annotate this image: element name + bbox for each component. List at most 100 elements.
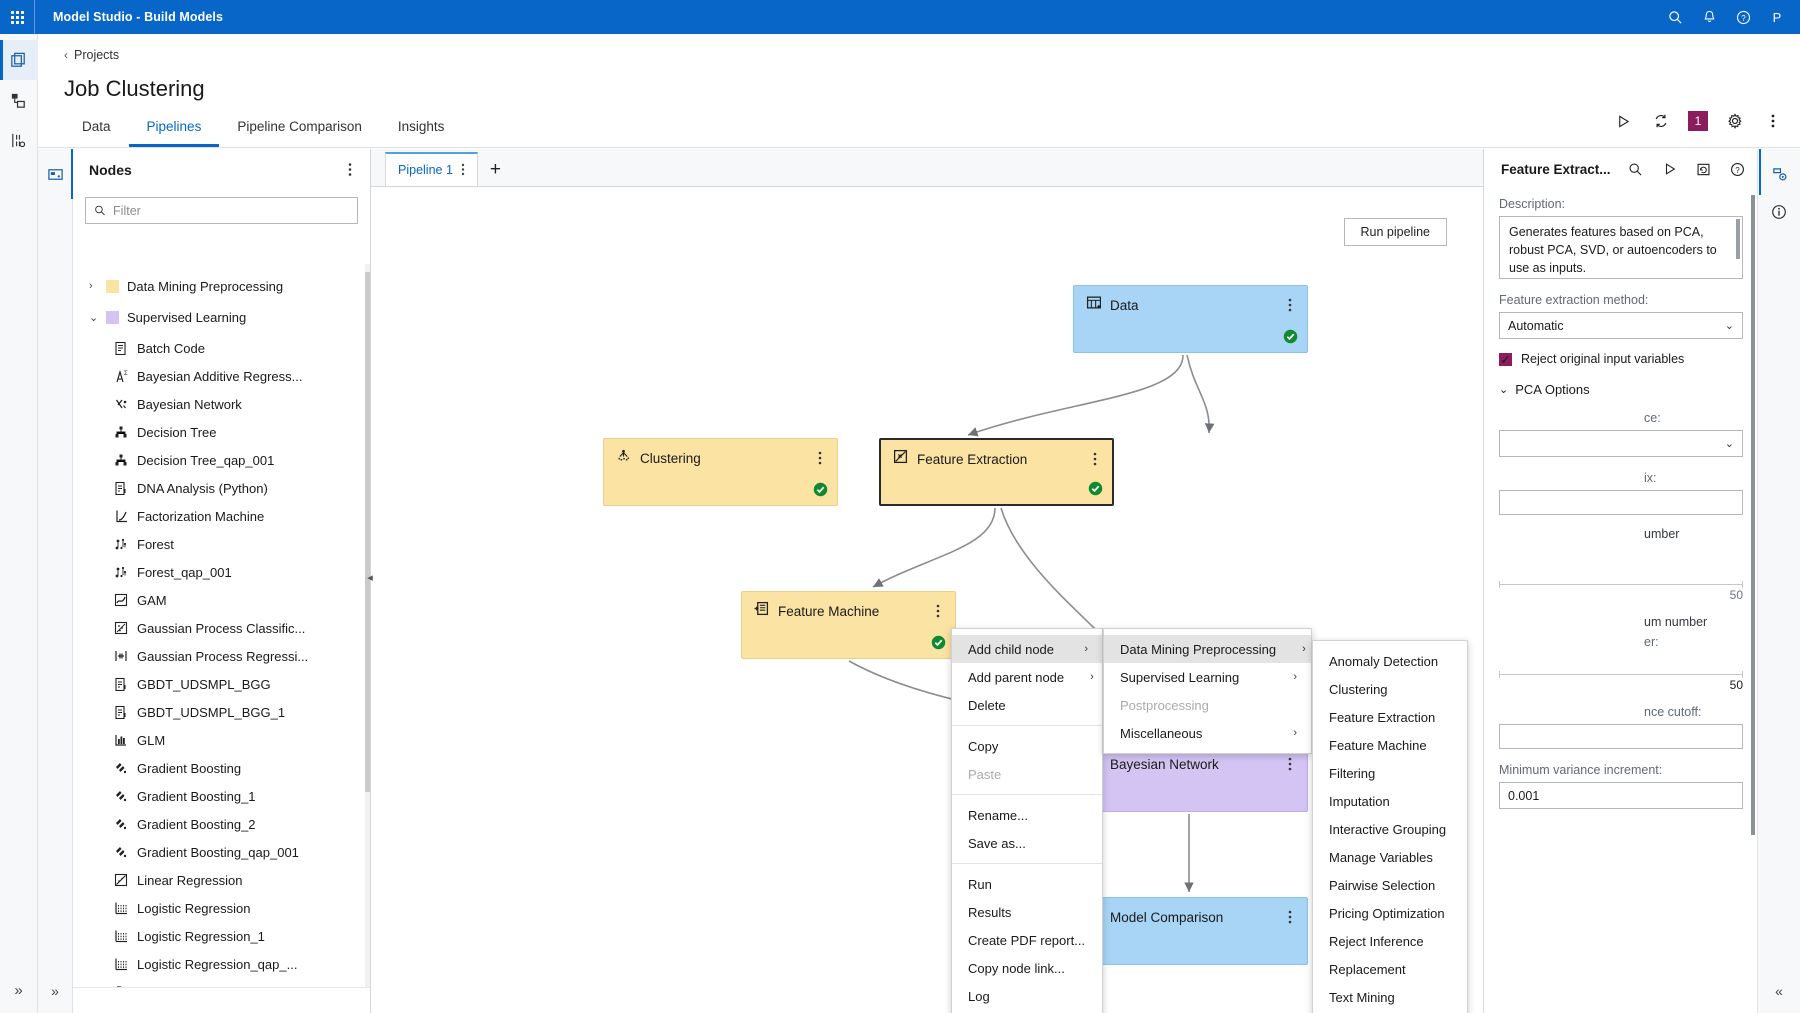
node-list-item[interactable]: Decision Tree — [73, 418, 370, 446]
description-scrollbar[interactable] — [1736, 219, 1740, 259]
properties-info-icon[interactable] — [1759, 193, 1799, 231]
reset-icon[interactable] — [1695, 160, 1713, 178]
add-child-node-submenu[interactable]: Data Mining Preprocessing›Supervised Lea… — [1103, 628, 1312, 754]
avatar[interactable]: P — [1760, 0, 1794, 34]
refresh-icon[interactable] — [1650, 110, 1672, 132]
breadcrumb[interactable]: ‹ Projects — [64, 48, 119, 62]
node-more-icon[interactable] — [1283, 910, 1297, 925]
gear-icon[interactable] — [1724, 110, 1746, 132]
node-type-replacement[interactable]: Replacement — [1313, 955, 1467, 983]
rail-item-projects[interactable] — [0, 40, 38, 80]
search-icon[interactable] — [1627, 160, 1645, 178]
status-badge[interactable]: 1 — [1688, 111, 1708, 131]
menu-item-save-as[interactable]: Save as... — [952, 829, 1102, 857]
node-list-item[interactable]: Logistic Regression_1 — [73, 922, 370, 950]
node-list-item[interactable]: Gradient Boosting_2 — [73, 810, 370, 838]
node-type-anomaly-detection[interactable]: Anomaly Detection — [1313, 647, 1467, 675]
node-list-item[interactable]: Forest_qap_001 — [73, 558, 370, 586]
menu-item-run[interactable]: Run — [952, 870, 1102, 898]
menu-item-results[interactable]: Results — [952, 898, 1102, 926]
pipeline-node-data[interactable]: Data — [1073, 285, 1308, 353]
pipeline-node-feature-extraction[interactable]: Feature Extraction — [879, 438, 1114, 506]
node-more-icon[interactable] — [1088, 452, 1102, 467]
max-number-slider[interactable]: 50 — [1499, 671, 1743, 693]
rail-item-pipelines[interactable] — [0, 80, 38, 120]
tab-pipeline-comparison[interactable]: Pipeline Comparison — [237, 119, 362, 134]
run-icon[interactable] — [1612, 110, 1634, 132]
node-list-item[interactable]: GLM — [73, 726, 370, 754]
menu-item-rename[interactable]: Rename... — [952, 801, 1102, 829]
node-list-item[interactable]: Forest — [73, 530, 370, 558]
node-type-feature-extraction[interactable]: Feature Extraction — [1313, 703, 1467, 731]
more-options-icon[interactable] — [1762, 110, 1784, 132]
pipeline-node-model-comparison[interactable]: Model Comparison — [1073, 897, 1308, 965]
run-pipeline-button[interactable]: Run pipeline — [1343, 218, 1447, 246]
node-type-manage-variables[interactable]: Manage Variables — [1313, 843, 1467, 871]
node-type-clustering[interactable]: Clustering — [1313, 675, 1467, 703]
help-icon[interactable]: ? — [1729, 160, 1747, 178]
bell-icon[interactable] — [1692, 0, 1726, 34]
menu-item-copy[interactable]: Copy — [952, 732, 1102, 760]
node-list-item[interactable]: GBDT_UDSMPL_BGG_1 — [73, 698, 370, 726]
node-list-item[interactable]: Gaussian Process Regressi... — [73, 642, 370, 670]
node-list-item[interactable]: Decision Tree_qap_001 — [73, 446, 370, 474]
node-type-filtering[interactable]: Filtering — [1313, 759, 1467, 787]
description-box[interactable]: Generates features based on PCA, robust … — [1499, 216, 1743, 279]
tab-data[interactable]: Data — [82, 119, 111, 134]
node-list-item[interactable]: Bayesian Network — [73, 390, 370, 418]
pipeline-node-clustering[interactable]: Clustering — [603, 438, 838, 506]
reject-original-input-variables-checkbox[interactable]: ✓ Reject original input variables — [1499, 352, 1743, 367]
node-list-item[interactable]: Gradient Boosting — [73, 754, 370, 782]
submenu-item-data-mining-preprocessing[interactable]: Data Mining Preprocessing› — [1104, 635, 1311, 663]
tab-insights[interactable]: Insights — [397, 119, 445, 134]
menu-item-delete[interactable]: Delete — [952, 691, 1102, 719]
submenu-item-supervised-learning[interactable]: Supervised Learning› — [1104, 663, 1311, 691]
app-switcher-icon[interactable] — [0, 0, 34, 34]
search-icon[interactable] — [1658, 0, 1692, 34]
node-list-item[interactable]: Logistic Regression — [73, 894, 370, 922]
menu-item-add-child-node[interactable]: Add child node› — [952, 635, 1102, 663]
node-type-pairwise-selection[interactable]: Pairwise Selection — [1313, 871, 1467, 899]
nodes-panel-more-icon[interactable] — [340, 162, 360, 178]
node-list-item[interactable]: Batch Code — [73, 334, 370, 362]
nodes-scrollbar-thumb[interactable] — [365, 272, 370, 792]
nodes-panel-toggle-icon[interactable] — [38, 149, 73, 199]
node-list-item[interactable]: Logistic Regression_qap_... — [73, 950, 370, 978]
node-list-item[interactable]: Linear Regression — [73, 866, 370, 894]
component-number-slider[interactable]: 50 — [1499, 581, 1743, 603]
node-more-icon[interactable] — [813, 451, 827, 466]
properties-rail-collapse-icon[interactable]: « — [1775, 983, 1783, 999]
node-more-icon[interactable] — [1283, 757, 1297, 772]
node-type-feature-machine[interactable]: Feature Machine — [1313, 731, 1467, 759]
node-type-interactive-grouping[interactable]: Interactive Grouping — [1313, 815, 1467, 843]
node-type-text-mining[interactable]: Text Mining — [1313, 983, 1467, 1011]
covariance-select[interactable]: ⌄ — [1499, 430, 1743, 457]
node-list-item[interactable]: Gradient Boosting_qap_001 — [73, 838, 370, 866]
pipeline-node-bayesian-network[interactable]: Bayesian Network — [1073, 744, 1308, 812]
menu-item-add-parent-node[interactable]: Add parent node› — [952, 663, 1102, 691]
pipeline-tab-1[interactable]: Pipeline 1 — [385, 152, 478, 186]
node-group-data-mining-preprocessing[interactable]: › Data Mining Preprocessing — [73, 272, 370, 300]
node-list-item[interactable]: Factorization Machine — [73, 502, 370, 530]
node-more-icon[interactable] — [931, 604, 945, 619]
pipeline-tab-more-icon[interactable] — [461, 163, 465, 176]
node-list-item[interactable]: Gaussian Process Classific... — [73, 614, 370, 642]
min-variance-increment-input[interactable]: 0.001 — [1499, 782, 1743, 809]
submenu-item-miscellaneous[interactable]: Miscellaneous› — [1104, 719, 1311, 747]
help-icon[interactable]: ? — [1726, 0, 1760, 34]
properties-node-icon[interactable] — [1759, 149, 1799, 195]
node-type-imputation[interactable]: Imputation — [1313, 787, 1467, 815]
node-list-item[interactable]: GBDT_UDSMPL_BGG — [73, 670, 370, 698]
rail-item-data[interactable] — [0, 120, 38, 160]
nodes-panel-collapse-handle[interactable]: ◂ — [367, 571, 373, 584]
node-more-icon[interactable] — [1283, 298, 1297, 313]
node-type-reject-inference[interactable]: Reject Inference — [1313, 927, 1467, 955]
node-list-item[interactable]: Model Composer — [73, 978, 370, 987]
tab-pipelines[interactable]: Pipelines — [128, 111, 220, 147]
filter-input[interactable] — [113, 203, 349, 218]
cutoff-input[interactable] — [1499, 724, 1743, 749]
